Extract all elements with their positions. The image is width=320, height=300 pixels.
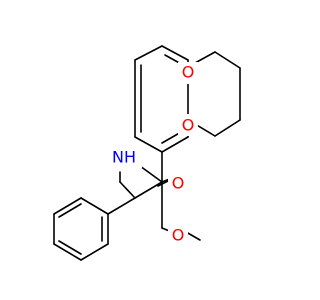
dioxane-bond [194,51,216,64]
carbonyl-oxygen-label: O [172,174,185,193]
amine-bond [119,181,136,199]
phenyl-bond [53,197,82,215]
benzo-bond [161,45,189,61]
label-mask [168,172,188,194]
amine-nh-label: NH [112,148,136,167]
dioxane-bond [214,51,241,69]
alpha-bond [134,181,163,199]
ring-oxygen-top-label: O [182,63,195,82]
benzo-bond [134,136,163,153]
phenyl-link-bond [107,197,136,215]
benzo-bond [161,136,189,153]
carbonyl-bond [157,180,169,187]
benzo-bond [134,45,163,61]
label-mask [178,62,198,84]
atom-labels: O O NH O O [110,62,198,246]
label-mask [168,224,188,246]
methylene-bond [139,165,163,183]
label-mask [110,146,142,168]
structure-canvas: O O NH O O [53,45,241,261]
phenyl-bond [80,243,109,261]
ester-oxygen-label: O [172,226,185,245]
phenyl-inner-bond [58,203,82,218]
phenyl-inner-bond [58,240,82,255]
phenyl-bond [80,197,109,215]
ring-oxygen-bottom-label: O [182,116,195,135]
dioxane-bond [194,123,216,137]
phenyl-bond [53,243,82,261]
bond-layer [53,45,241,261]
methyl-bond [185,231,201,241]
label-mask [178,114,198,136]
dioxane-bond [214,119,241,137]
